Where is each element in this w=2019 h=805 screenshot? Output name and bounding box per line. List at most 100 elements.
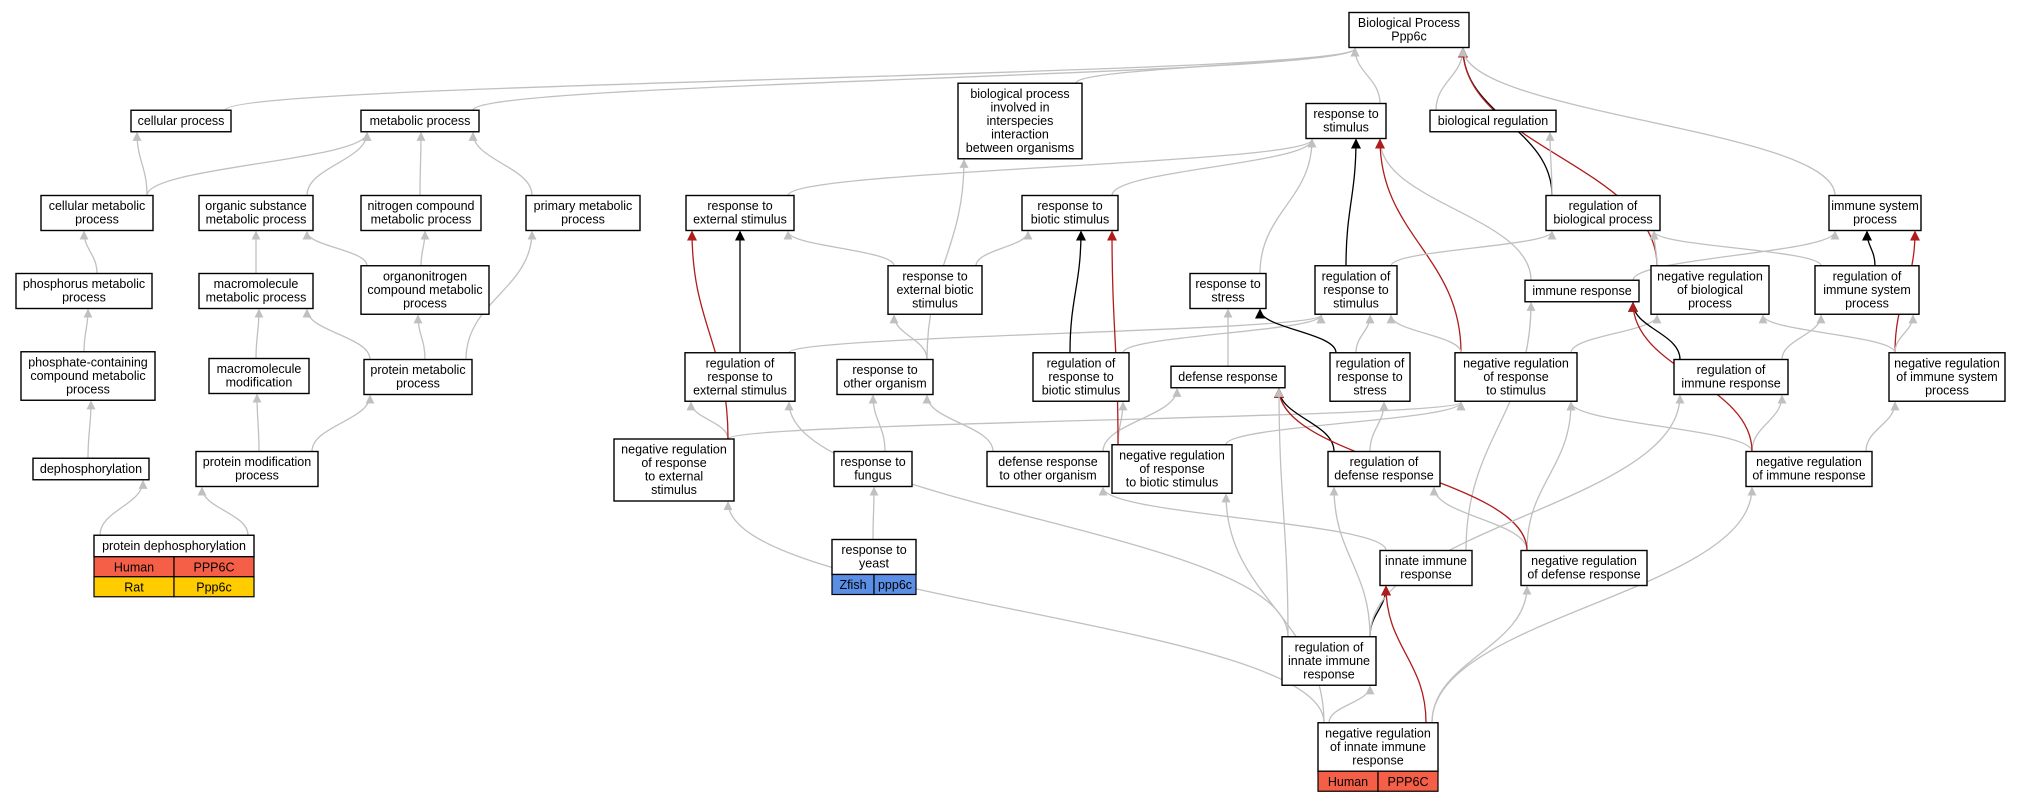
term-label-line: biological process — [1553, 213, 1652, 227]
term-label-line: stimulus — [1323, 121, 1369, 135]
term-label-line: compound metabolic — [367, 283, 482, 297]
term-label-line: between organisms — [966, 141, 1074, 155]
edge-reg-immune-system-to-immune-system-process — [1862, 230, 1876, 266]
go-term-biological-regulation[interactable]: biological regulation — [1429, 109, 1557, 133]
edge-reg-response-stress-to-regulation-response-stimulus — [1355, 314, 1375, 353]
go-term-cellular-process[interactable]: cellular process — [130, 109, 232, 133]
species-label: Human — [1328, 775, 1368, 789]
edge-cellular-metabolic-to-metabolic-process — [146, 131, 372, 196]
term-label-line: protein metabolic — [370, 363, 465, 377]
go-term-dephosphorylation[interactable]: dephosphorylation — [32, 457, 150, 481]
term-label-line: to other organism — [999, 469, 1096, 483]
term-label-line: response — [1400, 568, 1451, 582]
edge-reg-response-biotic-to-response-biotic — [1069, 230, 1086, 353]
term-label-line: yeast — [859, 557, 889, 571]
term-label-line: response to — [1337, 370, 1402, 384]
edge-protein-dephosphorylation-to-dephosphorylation — [99, 479, 148, 536]
term-label-line: defense response — [1178, 370, 1277, 384]
edge-neg-reg-defense-response-to-reg-defense-response — [1429, 486, 1528, 551]
term-label-line: stress — [1211, 291, 1244, 305]
edge-response-ext-biotic-to-response-external — [783, 230, 895, 267]
term-label-line: process — [403, 296, 447, 310]
gene-cell — [173, 576, 255, 598]
edge-immune-response-to-immune-system-process — [1632, 230, 1840, 281]
species-label: Rat — [124, 580, 144, 594]
edge-reg-defense-response-to-defense-response — [1274, 387, 1335, 452]
term-label-line: response to — [902, 269, 967, 283]
go-term-metabolic-process[interactable]: metabolic process — [360, 109, 480, 133]
term-label-line: compound metabolic — [30, 369, 145, 383]
term-label-line: interaction — [991, 127, 1049, 141]
edge-neg-reg-innate-immune-to-neg-reg-immune-response — [1431, 486, 1757, 723]
term-label-line: response to — [852, 363, 917, 377]
term-label-line: negative regulation — [1756, 455, 1862, 469]
term-label-line: biological regulation — [1438, 114, 1549, 128]
edge-metabolic-process-to-bp — [472, 47, 1360, 111]
edge-reg-innate-immune-to-reg-response-external — [784, 401, 1289, 637]
go-term-immune-response[interactable]: immune response — [1524, 279, 1640, 303]
species-label: Human — [114, 560, 154, 574]
edge-phosphorus-metabolic-to-cellular-metabolic — [79, 230, 98, 274]
edge-neg-reg-innate-immune-to-neg-reg-defense-response — [1431, 585, 1532, 723]
term-label-line: regulation of — [1336, 356, 1405, 370]
edge-response-ext-biotic-to-response-biotic — [975, 230, 1033, 266]
term-label-line: response to — [1037, 199, 1102, 213]
go-term-defense-response[interactable]: defense response — [1170, 365, 1286, 389]
term-label-line: of immune response — [1752, 469, 1865, 483]
edge-neg-reg-defense-response-to-neg-reg-response-stimulus — [1526, 401, 1576, 551]
gene-cell — [1377, 770, 1439, 792]
edge-reg-response-stress-to-response-stress — [1255, 308, 1337, 353]
edge-layer — [79, 47, 1920, 723]
edge-neg-reg-innate-immune-to-neg-reg-response-external — [723, 501, 1325, 723]
term-label-line: stimulus — [1333, 296, 1379, 310]
term-label-line: innate immune — [1288, 654, 1370, 668]
edge-reg-response-biotic-to-regulation-response-stimulus — [1122, 314, 1326, 354]
edge-protein-metabolic-to-primary-metabolic — [465, 230, 537, 360]
edge-protein-dephosphorylation-to-protein-modification — [197, 486, 249, 536]
term-label-line: process — [75, 213, 119, 227]
gene-label: Ppp6c — [196, 580, 231, 594]
